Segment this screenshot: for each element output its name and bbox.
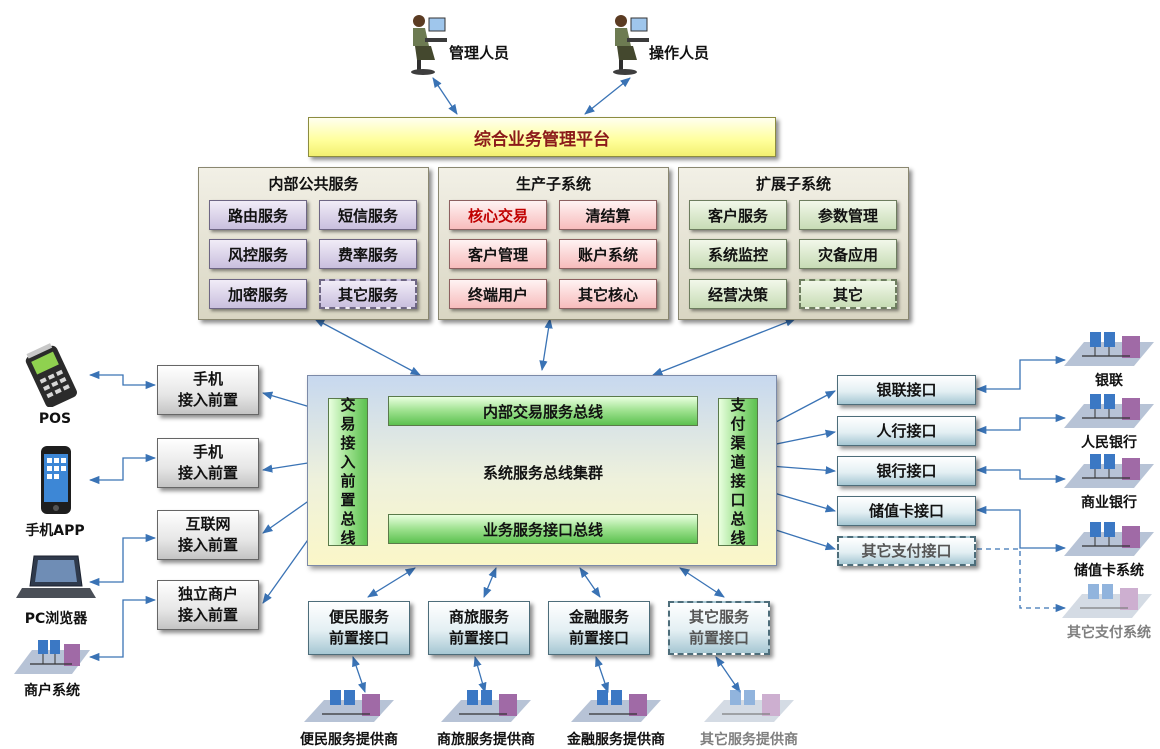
operator-label: 操作人员: [649, 44, 710, 62]
pos-label: POS: [38, 411, 72, 427]
server-network-icon: [1064, 454, 1154, 488]
merchant-access-frontend: 独立商户接入前置: [157, 580, 259, 630]
internal-transaction-bus: 内部交易服务总线: [388, 396, 698, 426]
travel-service-interface: 商旅服务前置接口: [428, 601, 530, 655]
management-platform: 综合业务管理平台: [308, 117, 776, 157]
unionpay-interface: 银联接口: [837, 375, 976, 405]
travel-provider: 商旅服务提供商: [425, 688, 547, 748]
laptop-icon: [16, 555, 96, 598]
server-network-icon: [1064, 522, 1154, 556]
other-service: 其它服务: [319, 279, 417, 309]
group-title: 扩展子系统: [755, 175, 831, 193]
pos-terminal-icon: [25, 343, 77, 408]
server-network-icon: [1062, 584, 1152, 618]
encryption-service: 加密服务: [209, 279, 307, 309]
extension-subsystem-group: 扩展子系统 客户服务 参数管理 系统监控 灾备应用 经营决策 其它: [678, 167, 909, 320]
other-service-interface: 其它服务前置接口: [668, 601, 770, 655]
convenience-service-interface: 便民服务前置接口: [308, 601, 410, 655]
merchant-system-label: 商户系统: [24, 683, 80, 699]
commercial-bank-system: 商业银行: [1060, 452, 1158, 511]
business-interface-bus: 业务服务接口总线: [388, 514, 698, 544]
mobile-access-frontend: 手机接入前置: [157, 365, 259, 415]
unionpay-system: 银联: [1060, 330, 1158, 389]
pboc-label: 人民银行: [1081, 435, 1137, 451]
sms-service: 短信服务: [319, 200, 417, 230]
group-title: 生产子系统: [515, 175, 591, 193]
other-provider: 其它服务提供商: [688, 688, 810, 748]
person-at-computer-icon: [411, 15, 447, 75]
convenience-provider-label: 便民服务提供商: [300, 732, 398, 748]
server-network-icon: [1064, 332, 1154, 366]
payment-channel-bus: 支付渠道接口总线: [718, 396, 758, 547]
other-payment-interface: 其它支付接口: [837, 536, 976, 566]
account-system: 账户系统: [559, 239, 657, 269]
server-network-icon: [14, 640, 90, 674]
pboc-system: 人民银行: [1060, 392, 1158, 451]
convenience-provider: 便民服务提供商: [288, 688, 410, 748]
risk-control-service: 风控服务: [209, 239, 307, 269]
other-payment-system-label: 其它支付系统: [1067, 625, 1151, 641]
server-network-icon: [304, 690, 394, 722]
business-decision: 经营决策: [689, 279, 787, 309]
financial-provider: 金融服务提供商: [555, 688, 677, 748]
mobile-app-client: 手机APP: [10, 444, 100, 540]
pos-client: POS: [20, 343, 90, 431]
internal-public-services-group: 内部公共服务 路由服务 短信服务 风控服务 费率服务 加密服务 其它服务: [198, 167, 429, 320]
operator-person: 操作人员: [607, 12, 727, 76]
customer-management: 客户管理: [449, 239, 547, 269]
pc-browser-client: PC浏览器: [14, 552, 98, 627]
transaction-access-bus: 交易接入前置总线: [328, 396, 368, 547]
internet-access-frontend: 互联网接入前置: [157, 510, 259, 560]
clearing-settlement: 清结算: [559, 200, 657, 230]
stored-value-card-label: 储值卡系统: [1074, 563, 1144, 579]
disaster-recovery: 灾备应用: [799, 239, 897, 269]
system-monitoring: 系统监控: [689, 239, 787, 269]
financial-provider-label: 金融服务提供商: [567, 732, 665, 748]
route-service: 路由服务: [209, 200, 307, 230]
parameter-management: 参数管理: [799, 200, 897, 230]
merchant-system-client: 商户系统: [10, 636, 94, 700]
cluster-label: 系统服务总线集群: [482, 464, 603, 482]
server-network-icon: [571, 690, 661, 722]
production-subsystem-group: 生产子系统 核心交易 清结算 客户管理 账户系统 终端用户 其它核心: [438, 167, 669, 320]
other-provider-label: 其它服务提供商: [700, 732, 798, 748]
person-at-computer-icon: [613, 15, 649, 75]
server-network-icon: [441, 690, 531, 722]
customer-service: 客户服务: [689, 200, 787, 230]
admin-person: 管理人员: [405, 12, 525, 76]
mobile-app-access-frontend: 手机接入前置: [157, 438, 259, 488]
service-bus-cluster: 内部交易服务总线 系统服务总线集群 业务服务接口总线 交易接入前置总线 支付渠道…: [307, 375, 777, 566]
unionpay-label: 银联: [1095, 373, 1123, 389]
stored-value-card-system: 储值卡系统: [1060, 520, 1158, 579]
pc-browser-label: PC浏览器: [24, 611, 88, 627]
pboc-interface: 人行接口: [837, 416, 976, 446]
financial-service-interface: 金融服务前置接口: [548, 601, 650, 655]
admin-label: 管理人员: [449, 44, 510, 62]
group-title: 内部公共服务: [268, 175, 359, 193]
mobile-app-label: 手机APP: [25, 523, 85, 539]
other-extension: 其它: [799, 279, 897, 309]
fee-rate-service: 费率服务: [319, 239, 417, 269]
server-network-icon: [1064, 394, 1154, 428]
terminal-user: 终端用户: [449, 279, 547, 309]
server-network-icon: [704, 690, 794, 722]
other-core: 其它核心: [559, 279, 657, 309]
other-payment-system: 其它支付系统: [1058, 582, 1160, 641]
bank-interface: 银行接口: [837, 456, 976, 486]
core-transaction: 核心交易: [449, 200, 547, 230]
smartphone-icon: [41, 446, 71, 514]
commercial-bank-label: 商业银行: [1081, 495, 1137, 511]
stored-value-card-interface: 储值卡接口: [837, 496, 976, 526]
platform-title: 综合业务管理平台: [474, 129, 610, 150]
travel-provider-label: 商旅服务提供商: [437, 732, 535, 748]
